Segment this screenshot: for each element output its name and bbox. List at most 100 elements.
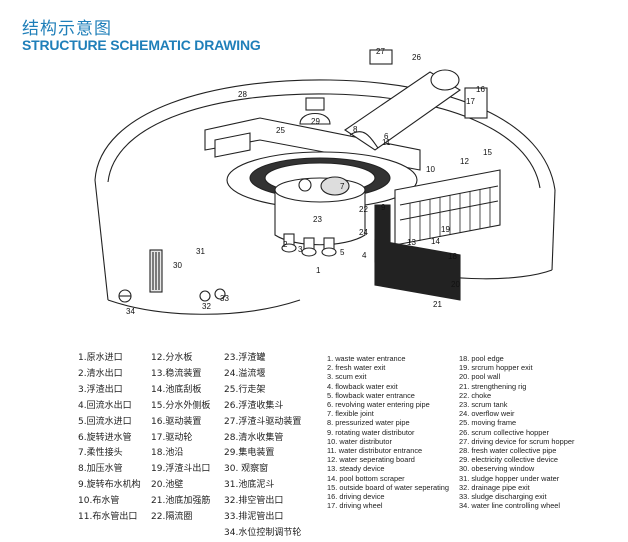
callout-number: 4 (362, 251, 367, 260)
tank-bottom (107, 299, 301, 315)
callout-number: 20 (451, 280, 460, 289)
legend-item: 19. srcrum hopper exit (459, 363, 533, 373)
callout-number: 3 (298, 245, 303, 254)
legend-item: 31.池底泥斗 (224, 480, 275, 491)
legend-item: 16.驱动装置 (151, 416, 202, 427)
legend-item: 24.溢流堰 (224, 368, 266, 379)
callout-number: 33 (220, 294, 229, 303)
callout-number: 9 (381, 203, 386, 212)
callout-number: 25 (276, 126, 285, 135)
callout-number: 8 (353, 125, 358, 134)
callout-number: 28 (238, 90, 247, 99)
legend-item: 29.集电装置 (224, 448, 275, 459)
legend-item: 7. flexible joint (327, 409, 374, 419)
scum-hopper (344, 71, 462, 151)
legend-item: 20.池壁 (151, 480, 184, 491)
legend-item: 34.水位控制调节轮 (224, 527, 302, 538)
callout-number: 21 (433, 300, 442, 309)
legend-item: 11. water distributor entrance (327, 446, 423, 456)
legend-item: 20. pool wall (459, 372, 501, 382)
page-title-english: STRUCTURE SCHEMATIC DRAWING (22, 37, 261, 53)
callout-number: 7 (340, 182, 345, 191)
legend-item: 26.浮渣收集斗 (224, 400, 284, 411)
legend-item: 30. obeserving window (459, 464, 535, 474)
callout-number: 24 (359, 228, 368, 237)
legend-item: 4. flowback water exit (327, 381, 398, 391)
tank-outer-rim (94, 79, 556, 191)
legend-item: 5. flowback water entrance (327, 390, 415, 400)
legend-item: 6. revolving water entering pipe (327, 400, 430, 410)
callout-number: 1 (316, 266, 321, 275)
legend-item: 10. water distributor (327, 436, 392, 446)
legend-item: 10.布水管 (78, 496, 120, 507)
legend-item: 27. driving device for scrum hopper (459, 436, 575, 446)
callout-number: 15 (483, 148, 492, 157)
legend-item: 13. steady device (327, 464, 385, 474)
callout-number: 17 (466, 97, 475, 106)
legend-item: 3. scum exit (327, 372, 367, 382)
separator-frame (394, 169, 501, 246)
legend-item: 13.稳流装置 (151, 368, 202, 379)
callout-number: 2 (283, 240, 288, 249)
callout-number: 13 (407, 238, 416, 247)
legend-item: 34. water line controlling wheel (459, 501, 561, 511)
callout-number: 27 (376, 47, 385, 56)
legend-item: 33.排泥管出口 (224, 512, 284, 523)
legend-item: 26. scrum collective hopper (459, 427, 549, 437)
legend-item: 33. sludge discharging exit (459, 492, 547, 502)
hopper-drive-box (369, 49, 393, 65)
callout-number: 26 (412, 53, 421, 62)
legend-item: 17. driving wheel (327, 501, 383, 511)
tank-inner-rim (107, 93, 541, 189)
strengthening-rib (374, 239, 461, 301)
legend-item: 21.池底加强筋 (151, 496, 211, 507)
legend-item: 14. pool bottom scraper (327, 473, 405, 483)
legend-item: 17.驱动轮 (151, 432, 193, 443)
legend-item: 15.分水外侧板 (151, 400, 211, 411)
legend-item: 14.池底刮板 (151, 384, 202, 395)
page-title-chinese: 结构示意图 (22, 19, 112, 39)
legend-item: 25.行走架 (224, 384, 266, 395)
scum-tank (274, 190, 366, 246)
callout-number: 34 (126, 307, 135, 316)
legend-item: 28. fresh water collective pipe (459, 446, 557, 456)
legend-item: 5.回流水进口 (78, 416, 132, 427)
callout-number: 16 (476, 85, 485, 94)
tank-right-wall (551, 189, 556, 271)
legend-item: 18. pool edge (459, 354, 504, 363)
legend-item: 27.浮渣斗驱动装置 (224, 416, 302, 427)
legend-item: 22. choke (459, 390, 492, 400)
legend-item: 23.浮渣罐 (224, 353, 266, 363)
legend-item: 24. overflow weir (459, 409, 515, 419)
legend-item: 31. sludge hopper under water (459, 473, 560, 483)
callout-number: 12 (460, 157, 469, 166)
legend-item: 15. outside board of water seperating (327, 482, 450, 492)
legend-item: 21. strengthening rig (459, 381, 527, 391)
legend-item: 9. rotating water distributor (327, 427, 415, 437)
legend-item: 23. scrum tank (459, 400, 508, 410)
legend-item: 7.柔性接头 (78, 448, 123, 459)
callout-number: 30 (173, 261, 182, 270)
legend-item: 28.清水收集管 (224, 432, 284, 443)
legend-chinese-column-3: 23.浮渣罐 24.溢流堰 25.行走架 26.浮渣收集斗 27.浮渣斗驱动装置 28.清… (224, 351, 301, 542)
legend-item: 12.分水板 (151, 353, 193, 363)
callout-number: 31 (196, 247, 205, 256)
drive-device-box (464, 87, 488, 119)
legend-item: 32.排空管出口 (224, 496, 284, 507)
legend-item: 19.浮渣斗出口 (151, 464, 211, 475)
legend-item: 29. electricity collective device (459, 455, 558, 465)
callout-number: 11 (382, 138, 391, 147)
legend-item: 1.原水进口 (78, 353, 123, 363)
callout-number: 23 (313, 215, 322, 224)
legend-item: 6.旋转进水管 (78, 432, 132, 443)
legend-item: 9.旋转布水机构 (78, 480, 141, 491)
legend-item: 22.隔流圈 (151, 512, 193, 523)
legend-chinese-column-2: 12.分水板 13.稳流装置 14.池底刮板 15.分水外侧板 16.驱动装置 17.驱动… (151, 351, 210, 526)
legend-item: 18.池沿 (151, 448, 184, 459)
legend-item: 3.浮渣出口 (78, 384, 123, 395)
legend-item: 32. drainage pipe exit (459, 482, 530, 492)
